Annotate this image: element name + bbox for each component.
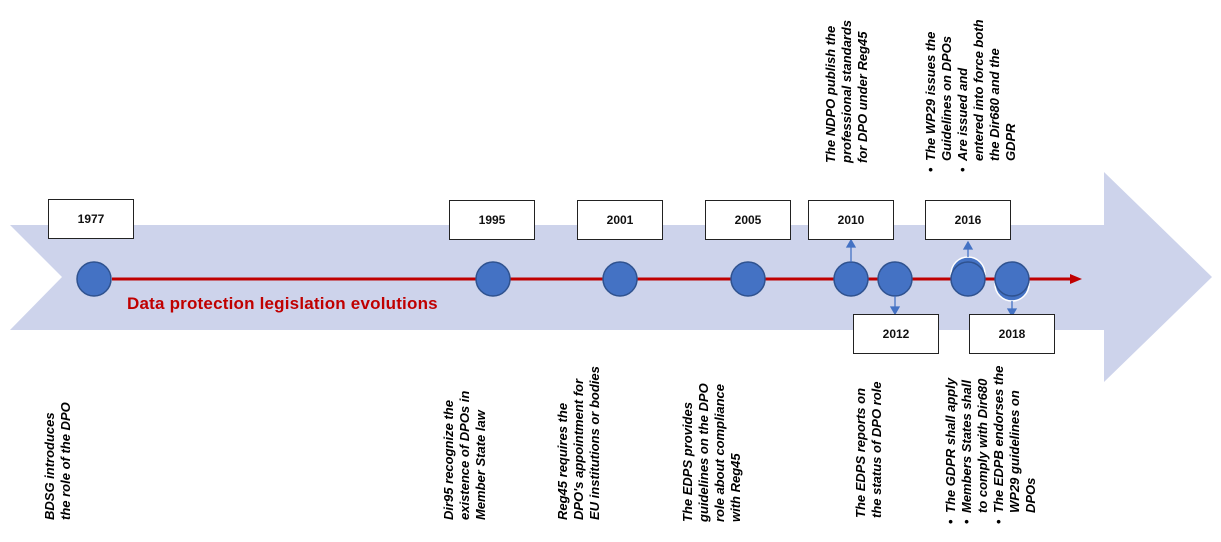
- timeline-red-arrowhead: [1070, 274, 1082, 284]
- caption-1977: BDSG introduces the role of the DPO: [42, 402, 73, 520]
- year-box-1977: 1977: [48, 199, 134, 239]
- event-dot-2016: [950, 261, 986, 297]
- year-box-2012: 2012: [853, 314, 939, 354]
- year-box-1995: 1995: [449, 200, 535, 240]
- timeline-title: Data protection legislation evolutions: [127, 294, 438, 313]
- connector-arrows: [845, 238, 1018, 318]
- year-box-2005: 2005: [705, 200, 791, 240]
- year-box-2016: 2016: [925, 200, 1011, 240]
- event-dot-1995: [475, 261, 511, 297]
- caption-2018: The GDPR shall apply Members States shal…: [943, 366, 1039, 524]
- year-box-2018: 2018: [969, 314, 1055, 354]
- event-dot-1977: [76, 261, 112, 297]
- caption-2012: The EDPS reports on the status of DPO ro…: [853, 381, 884, 518]
- caption-2016: The WP29 issues the Guidelines on DPOs A…: [923, 19, 1019, 172]
- event-dot-2012: [877, 261, 913, 297]
- caption-2005: The EDPS provides guidelines on the DPO …: [680, 383, 743, 522]
- caption-2010: The NDPO publish the professional standa…: [823, 19, 870, 163]
- event-dot-2010: [833, 261, 869, 297]
- event-dot-2005: [730, 261, 766, 297]
- caption-1995: Dir95 recognize the existence of DPOs in…: [441, 390, 488, 520]
- year-box-2010: 2010: [808, 200, 894, 240]
- event-dot-2018: [994, 261, 1030, 297]
- caption-2001: Reg45 requires the DPO's appointment for…: [555, 366, 602, 520]
- year-box-2001: 2001: [577, 200, 663, 240]
- event-dot-2001: [602, 261, 638, 297]
